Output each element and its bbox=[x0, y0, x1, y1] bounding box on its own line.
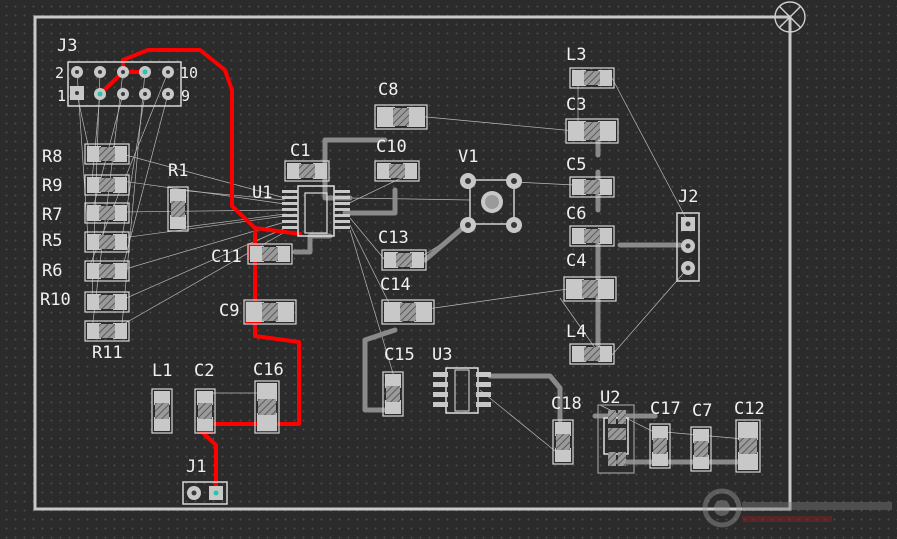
label-c14: C14 bbox=[380, 275, 411, 295]
label-c16: C16 bbox=[253, 360, 284, 380]
label-c9: C9 bbox=[219, 301, 240, 321]
label-r9: R9 bbox=[42, 176, 63, 196]
bottom-traces bbox=[287, 122, 748, 465]
label-c5: C5 bbox=[566, 155, 587, 175]
origin-marker-icon bbox=[774, 1, 806, 33]
component-c17[interactable] bbox=[649, 423, 671, 469]
ic-u3[interactable] bbox=[433, 367, 491, 414]
component-c2[interactable] bbox=[194, 388, 216, 434]
label-j2: J2 bbox=[678, 187, 699, 207]
component-r5[interactable] bbox=[84, 231, 130, 253]
component-c18[interactable] bbox=[552, 419, 574, 465]
component-l4[interactable] bbox=[569, 343, 615, 365]
label-j3: J3 bbox=[57, 36, 78, 56]
component-c12[interactable] bbox=[735, 419, 761, 473]
component-r7[interactable] bbox=[84, 202, 130, 224]
label-c13: C13 bbox=[378, 228, 409, 248]
label-r10: R10 bbox=[40, 290, 71, 310]
component-c5[interactable] bbox=[569, 176, 615, 198]
label-c15: C15 bbox=[384, 345, 415, 365]
label-r8: R8 bbox=[42, 147, 63, 167]
label-r6: R6 bbox=[42, 261, 63, 281]
connector-j3[interactable] bbox=[67, 61, 182, 107]
label-c2: C2 bbox=[194, 361, 215, 381]
component-c7[interactable] bbox=[690, 426, 712, 472]
component-c11[interactable] bbox=[247, 243, 293, 265]
component-c9[interactable] bbox=[243, 299, 297, 325]
label-r11: R11 bbox=[92, 343, 123, 363]
label-c3: C3 bbox=[566, 95, 587, 115]
label-j3-pin1: 1 bbox=[57, 87, 67, 105]
component-r8[interactable] bbox=[84, 143, 130, 165]
label-j3-pin2: 2 bbox=[55, 64, 65, 82]
component-r9[interactable] bbox=[84, 174, 130, 196]
label-c4: C4 bbox=[566, 251, 587, 271]
label-v1: V1 bbox=[458, 147, 479, 167]
label-c10: C10 bbox=[376, 137, 407, 157]
component-c3[interactable] bbox=[565, 118, 619, 144]
component-c14[interactable] bbox=[381, 299, 435, 325]
component-l1[interactable] bbox=[151, 388, 173, 434]
component-c4[interactable] bbox=[563, 276, 617, 302]
connector-j2[interactable] bbox=[676, 212, 700, 282]
label-l1: L1 bbox=[152, 361, 173, 381]
label-r1: R1 bbox=[168, 161, 189, 181]
label-c1: C1 bbox=[290, 141, 311, 161]
component-c8[interactable] bbox=[374, 104, 428, 130]
label-c12: C12 bbox=[734, 399, 765, 419]
label-l4: L4 bbox=[566, 322, 587, 342]
component-r6[interactable] bbox=[84, 260, 130, 282]
component-c16[interactable] bbox=[254, 380, 280, 434]
label-l3: L3 bbox=[566, 45, 587, 65]
board-outline bbox=[33, 15, 792, 511]
label-c8: C8 bbox=[378, 80, 399, 100]
component-r10[interactable] bbox=[84, 291, 130, 313]
label-c17: C17 bbox=[650, 399, 681, 419]
label-c18: C18 bbox=[551, 394, 582, 414]
label-c6: C6 bbox=[566, 204, 587, 224]
component-c10[interactable] bbox=[374, 160, 420, 182]
label-r7: R7 bbox=[42, 205, 63, 225]
ic-u1[interactable] bbox=[282, 185, 350, 237]
component-l3[interactable] bbox=[569, 67, 615, 89]
label-j1: J1 bbox=[186, 457, 207, 477]
component-r11[interactable] bbox=[84, 320, 130, 342]
label-j3-pin9: 9 bbox=[181, 87, 191, 105]
connector-j1[interactable] bbox=[182, 481, 228, 505]
components-layer bbox=[84, 67, 761, 473]
label-u2: U2 bbox=[600, 388, 621, 408]
ic-u2[interactable] bbox=[597, 404, 635, 474]
label-u1: U1 bbox=[252, 183, 273, 203]
switch-v1[interactable] bbox=[460, 173, 522, 233]
label-r5: R5 bbox=[42, 231, 63, 251]
component-c1[interactable] bbox=[284, 160, 330, 182]
label-c7: C7 bbox=[692, 401, 713, 421]
component-c15[interactable] bbox=[382, 371, 404, 417]
label-j3-pin10: 10 bbox=[180, 64, 199, 82]
label-c11: C11 bbox=[211, 247, 242, 267]
watermark-logo bbox=[702, 488, 892, 528]
component-c13[interactable] bbox=[381, 249, 427, 271]
label-u3: U3 bbox=[432, 345, 453, 365]
component-c6[interactable] bbox=[569, 225, 615, 247]
component-r1[interactable] bbox=[167, 186, 189, 232]
